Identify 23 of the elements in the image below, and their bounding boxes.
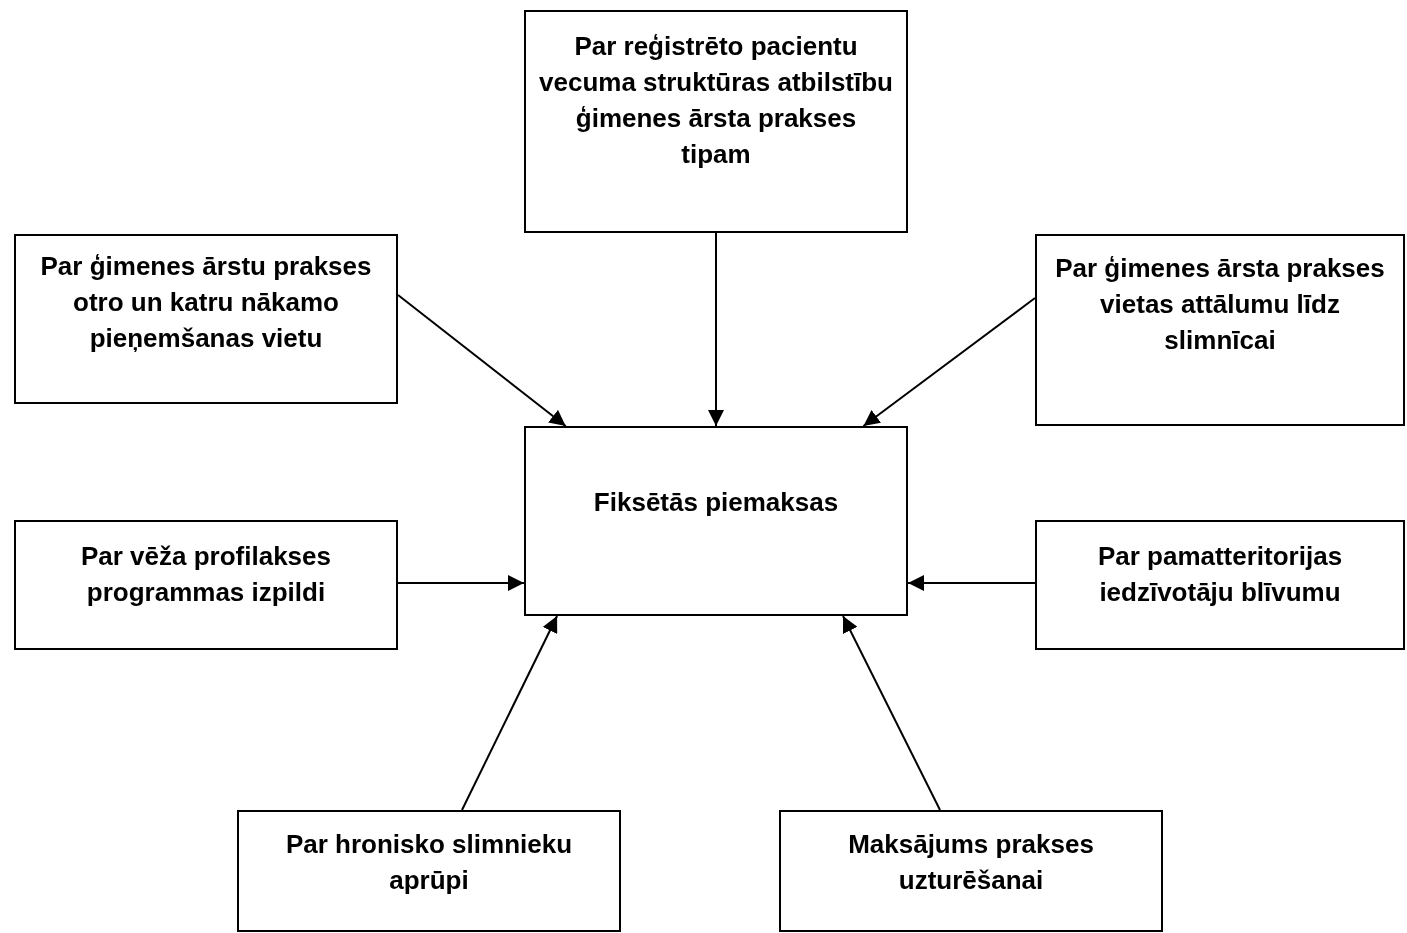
box-text: Par vēža profilakses programmas izpildi (79, 540, 332, 609)
arrow (397, 294, 567, 427)
arrow (862, 297, 1036, 427)
arrow (397, 575, 525, 591)
text-box (237, 810, 621, 932)
text-box (14, 234, 398, 404)
text-box (1035, 234, 1405, 426)
text-box (524, 10, 908, 233)
box-text: Fiksētās piemaksas (593, 486, 839, 519)
box-text: Par ģimenes ārsta prakses vietas attālumu līdz slimnīcai (1054, 252, 1386, 357)
arrow (842, 615, 941, 811)
box-text: Par reģistrēto pacientu vecuma struktūras atbilstību ģimenes ārsta prakses tipam (538, 30, 894, 171)
box-text: Par pamatteritorijas iedzīvotāju blīvumu (1096, 540, 1344, 609)
box-text: Par hronisko slimnieku aprūpi (284, 828, 574, 897)
text-box (524, 426, 908, 616)
text-box (14, 520, 398, 650)
arrow (907, 575, 1036, 591)
box-text: Par ģimenes ārstu prakses otro un katru nākamo pieņemšanas vietu (39, 250, 373, 355)
arrow (461, 615, 559, 811)
text-box (1035, 520, 1405, 650)
box-text: Maksājums prakses uzturēšanai (847, 828, 1095, 897)
arrow (708, 232, 724, 427)
text-box (779, 810, 1163, 932)
